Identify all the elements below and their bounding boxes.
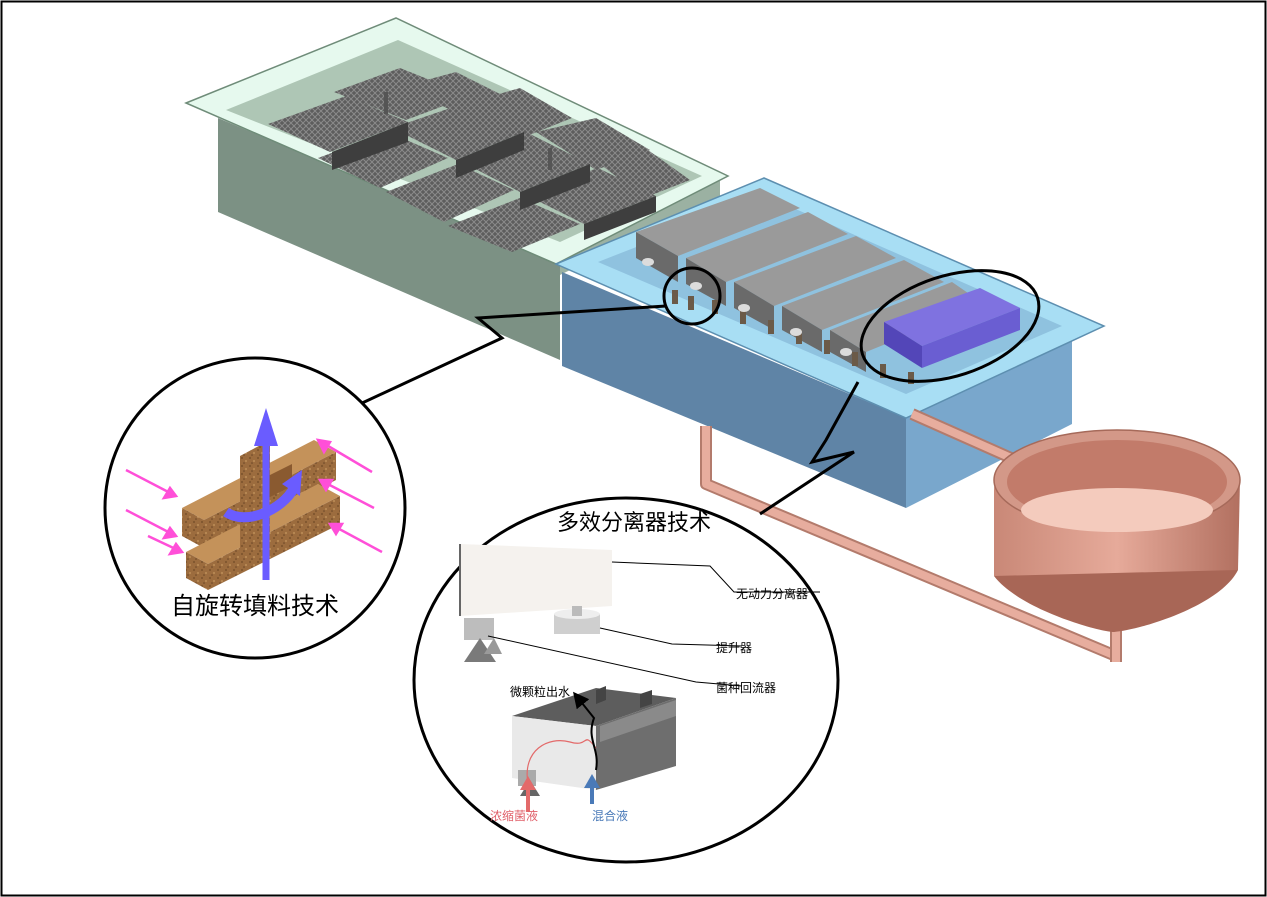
reflux-units xyxy=(672,290,914,384)
separator-tank xyxy=(554,177,1106,508)
lifter-shape xyxy=(554,606,600,634)
leader-lines xyxy=(487,561,820,687)
filler-modules xyxy=(268,68,690,252)
right-callout-title: 多效分离器技术 xyxy=(557,511,711,536)
rotation-arrow xyxy=(223,485,299,523)
left-callout: 自旋转填料技术 xyxy=(103,356,407,660)
left-callout-title: 自旋转填料技术 xyxy=(171,592,339,620)
label-micro-outlet: 微颗粒出水 xyxy=(510,684,570,699)
purple-separator-module xyxy=(884,288,1020,368)
label-concentrate: 浓缩菌液 xyxy=(490,808,538,823)
left-focus-ellipse xyxy=(662,266,722,326)
filler-tank xyxy=(184,17,730,360)
filler-tank-front xyxy=(218,118,560,360)
label-lifter: 提升器 xyxy=(716,640,752,655)
separator-body xyxy=(460,544,612,616)
label-mixed: 混合液 xyxy=(592,808,628,823)
sludge-pot xyxy=(993,429,1241,632)
micro-outlet-path xyxy=(573,691,598,771)
separator-tank-side xyxy=(906,332,1072,508)
callout-lines xyxy=(359,266,1041,516)
label-separator: 无动力分离器 xyxy=(736,586,808,601)
concentrate-flow-curve xyxy=(526,739,597,785)
right-focus-ellipse xyxy=(859,269,1041,383)
separator-detail xyxy=(512,686,676,796)
concentrate-arrowhead-icon xyxy=(520,776,536,790)
reflux-shape xyxy=(464,618,502,662)
vertical-flow-arrowhead-icon xyxy=(254,408,278,446)
mixed-arrowhead-icon xyxy=(584,774,600,788)
label-reflux: 菌种回流器 xyxy=(716,681,776,695)
inflow-arrows xyxy=(125,438,383,556)
rotation-arrowhead-icon xyxy=(282,470,302,496)
right-callout: 多效分离器技术 无动力分离器 提升器 菌种回流器 xyxy=(412,496,840,864)
